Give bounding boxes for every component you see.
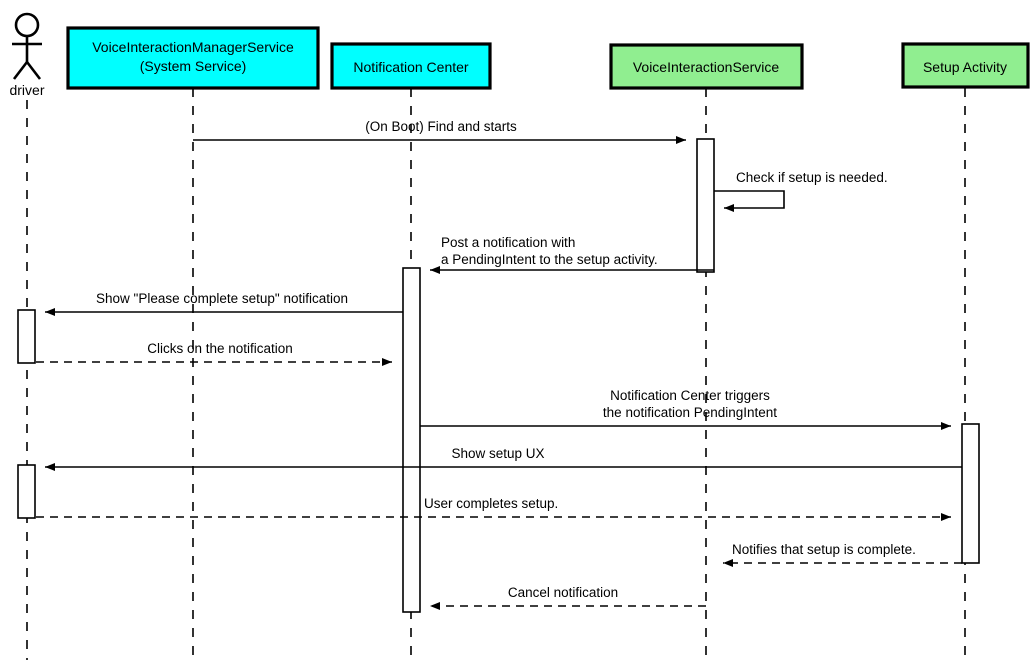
participant-box-notification-center[interactable]: Notification Center [330,42,492,90]
activation-bars [17,138,980,613]
message-clicks-notification[interactable]: Clicks on the notification [36,341,392,366]
participant-label-vims-line1: VoiceInteractionManagerService [92,39,294,55]
message-label-on-boot: (On Boot) Find and starts [365,119,517,134]
actor-head-icon [14,12,40,38]
participant-box-rect-vis [609,43,804,90]
participant-label-vis: VoiceInteractionService [633,59,780,75]
actor-label-driver: driver [9,82,44,98]
participant-box-rect-setup-activity [901,42,1030,89]
participant-box-rect-notification-center [330,42,492,90]
message-user-completes-setup[interactable]: User completes setup. [36,496,951,521]
message-label-post-notification-line1: Post a notification with [441,235,575,250]
message-on-boot[interactable]: (On Boot) Find and starts [193,119,686,144]
activation-bar-driver-2 [17,464,36,519]
participant-box-vis[interactable]: VoiceInteractionService [609,43,804,90]
message-label-cancel-notification: Cancel notification [508,585,618,600]
participant-label-notification-center: Notification Center [353,59,469,75]
message-label-clicks-notification: Clicks on the notification [147,341,293,356]
participant-label-setup-activity: Setup Activity [923,59,1007,75]
message-show-setup-ux[interactable]: Show setup UX [45,446,962,471]
message-post-notification[interactable]: Post a notification with a PendingIntent… [430,235,714,274]
message-notifies-setup-complete[interactable]: Notifies that setup is complete. [723,542,962,567]
activation-bar-vis [696,138,715,273]
message-line-check-setup [714,190,785,212]
actor-leg-right-icon [25,61,42,80]
message-trigger-pendingintent[interactable]: Notification Center triggers the notific… [420,388,951,430]
activation-bar-setup-activity [961,423,980,564]
message-label-user-completes-setup: User completes setup. [424,496,558,511]
actor-leg-left-icon [12,61,29,80]
message-show-setup-notification[interactable]: Show "Please complete setup" notificatio… [45,291,403,316]
participant-box-rect-vims [66,26,320,90]
message-label-show-setup-ux: Show setup UX [451,446,544,461]
message-check-setup[interactable]: Check if setup is needed. [714,170,888,212]
participant-box-vims[interactable]: VoiceInteractionManagerService (System S… [66,26,320,90]
message-label-show-setup-notification: Show "Please complete setup" notificatio… [96,291,348,306]
message-cancel-notification[interactable]: Cancel notification [430,585,706,610]
activation-bar-notification-center [402,267,421,613]
message-label-post-notification-line2: a PendingIntent to the setup activity. [441,252,658,267]
message-label-trigger-pendingintent-line1: Notification Center triggers [610,388,770,403]
participant-box-setup-activity[interactable]: Setup Activity [901,42,1030,89]
participant-label-vims-line2: (System Service) [140,58,247,74]
message-label-trigger-pendingintent-line2: the notification PendingIntent [603,405,777,420]
message-label-check-setup: Check if setup is needed. [736,170,888,185]
message-label-notifies-setup-complete: Notifies that setup is complete. [732,542,916,557]
actor-driver: driver [9,12,45,98]
activation-bar-driver-1 [17,309,36,364]
